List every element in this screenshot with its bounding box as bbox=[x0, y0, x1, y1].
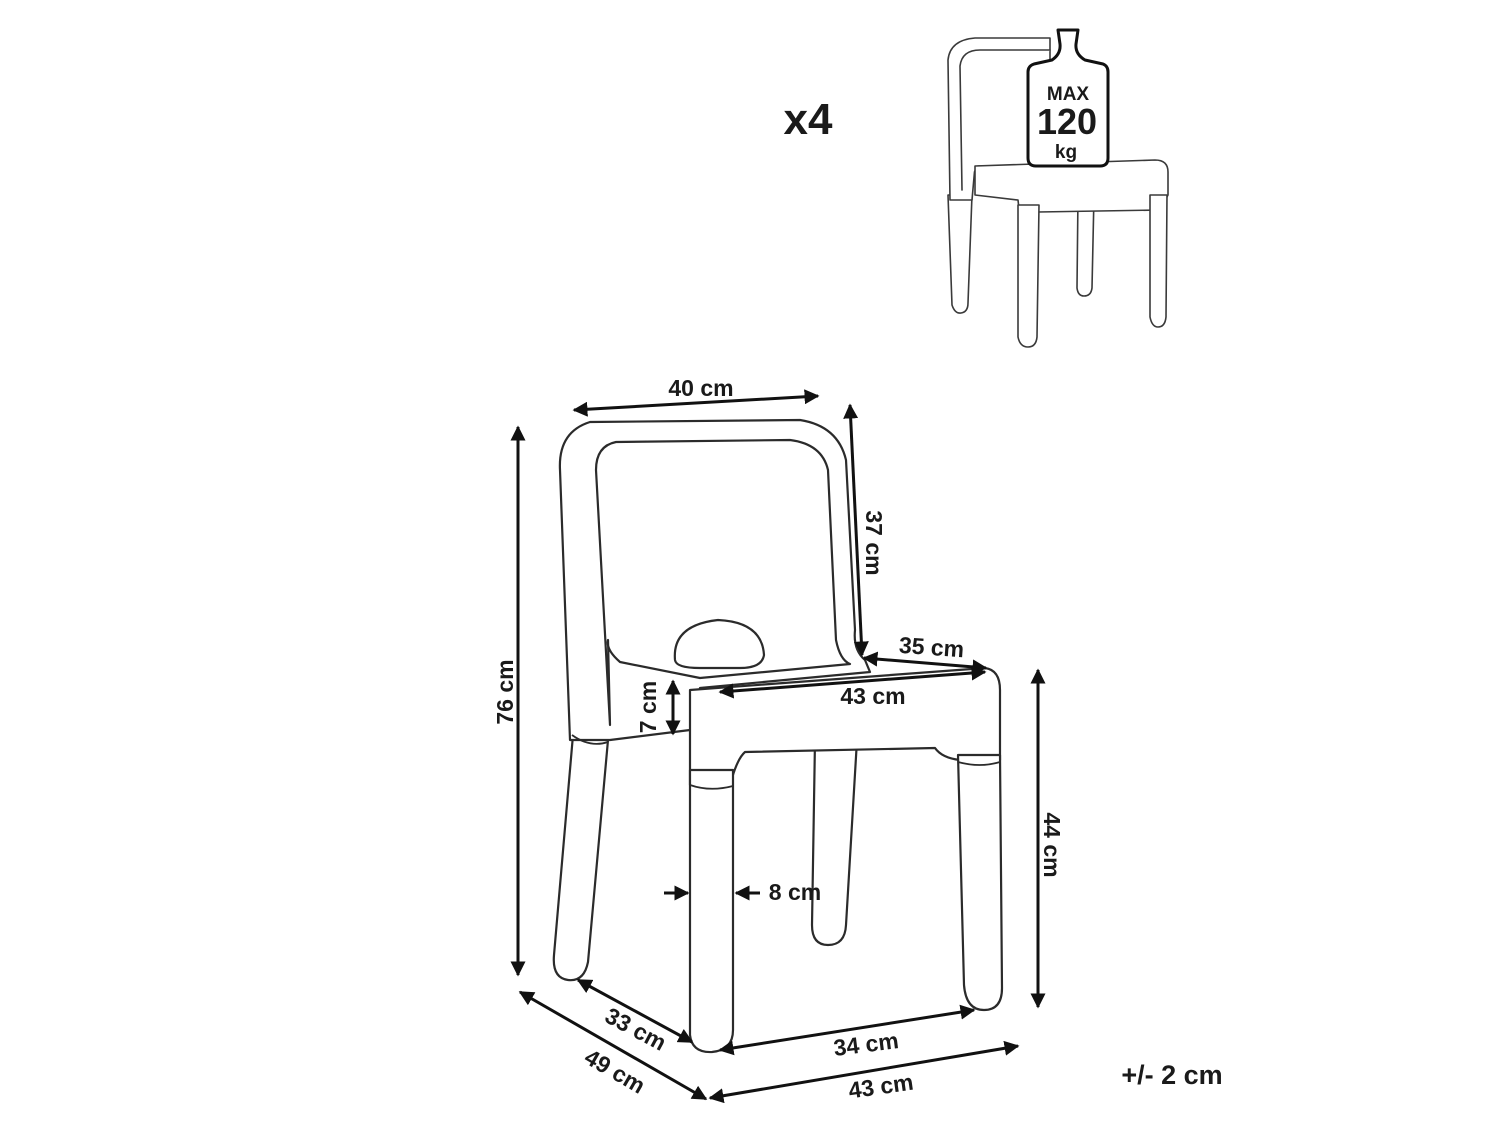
tolerance-label: +/- 2 cm bbox=[1121, 1060, 1222, 1090]
label-backrest-width: 40 cm bbox=[668, 375, 733, 401]
load-capacity-icon: MAX 120 kg bbox=[947, 28, 1169, 348]
label-seat-depth: 35 cm bbox=[898, 632, 965, 662]
label-seat-height: 44 cm bbox=[1039, 812, 1065, 877]
load-unit-label: kg bbox=[1055, 142, 1077, 163]
dimension-arrows bbox=[510, 389, 1046, 1104]
quantity-label: x4 bbox=[784, 95, 833, 144]
arrow-total-width bbox=[708, 1040, 1020, 1104]
arrow-backrest-height bbox=[843, 403, 869, 657]
load-value-label: 120 bbox=[1037, 101, 1097, 142]
label-backrest-height: 37 cm bbox=[861, 510, 887, 575]
label-total-height: 76 cm bbox=[492, 659, 518, 724]
label-seat-width: 43 cm bbox=[840, 683, 905, 709]
arrow-backrest-width bbox=[572, 389, 820, 417]
label-total-depth: 49 cm bbox=[580, 1044, 649, 1099]
arrow-total-depth bbox=[518, 990, 708, 1101]
label-seat-thickness: 7 cm bbox=[635, 681, 661, 733]
arrow-seat-width bbox=[718, 665, 987, 699]
chair-outline bbox=[552, 418, 1004, 1054]
load-max-label: MAX bbox=[1047, 84, 1090, 105]
label-leg-width: 8 cm bbox=[769, 879, 821, 905]
